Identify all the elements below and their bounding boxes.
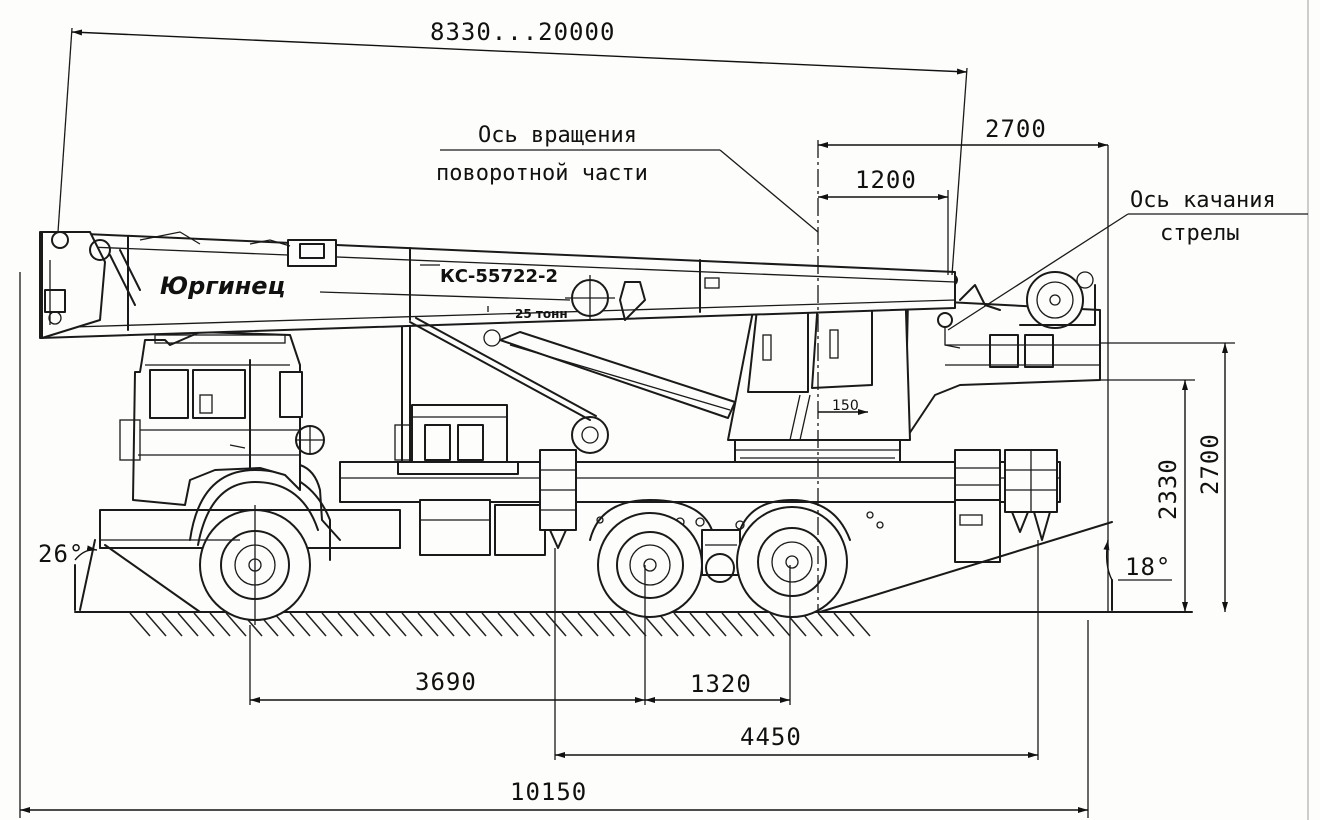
dim-outrigger-base-label: 4450 — [740, 723, 802, 751]
outriggers — [539, 449, 1058, 549]
dim-outrigger-base — [554, 540, 1039, 760]
boom-pivot-leader — [947, 213, 1308, 331]
boom-brand-text: Юргинец — [160, 272, 285, 300]
dim-height-frame — [1100, 379, 1195, 612]
dim-bogie-label: 1320 — [690, 670, 752, 698]
wheel-rear-1 — [597, 512, 703, 618]
ground-hatching — [129, 612, 871, 637]
boom-pivot-label-1: Ось качания — [1130, 188, 1276, 213]
dim-wheelbase — [249, 565, 791, 705]
engine-unit — [394, 314, 609, 475]
wheel-rear-2 — [736, 506, 848, 618]
rotation-axis-label-2: поворотной части — [436, 161, 648, 186]
rotation-axis-label-1: Ось вращения — [478, 123, 637, 148]
dim-pivot-offset-label: 1200 — [855, 166, 917, 194]
approach-angle — [74, 539, 240, 613]
dim-height-frame-label: 2330 — [1154, 458, 1182, 520]
dim-overall-length-label: 10150 — [510, 778, 587, 806]
dim-wheelbase-label: 3690 — [415, 668, 477, 696]
dim-boom-reach-label: 8330...20000 — [430, 18, 615, 46]
dim-boom-reach — [57, 27, 968, 276]
dim-height-overall-label: 2700 — [1196, 433, 1224, 495]
approach-angle-label: 26° — [38, 540, 84, 568]
boom-model-text: КС-55722-2 — [440, 266, 558, 287]
dim-small-offset-label: 150 — [832, 398, 859, 414]
wheel-front — [199, 505, 311, 625]
dim-height-overall — [1100, 342, 1235, 612]
dim-pivot-offset — [818, 190, 949, 275]
winch-drum — [1019, 271, 1096, 329]
rotation-axis-leader — [440, 149, 819, 233]
truck-cab — [119, 331, 341, 541]
departure-angle-label: 18° — [1125, 553, 1171, 581]
dim-overall-length — [19, 272, 1089, 818]
luffing-cylinder — [409, 317, 736, 421]
telescopic-boom — [39, 231, 956, 339]
dim-rear-overhang — [818, 142, 1109, 612]
boom-capacity-text: 25 тонн — [515, 307, 568, 321]
dim-rear-overhang-label: 2700 — [985, 115, 1047, 143]
boom-pivot-label-2: стрелы — [1160, 221, 1239, 246]
